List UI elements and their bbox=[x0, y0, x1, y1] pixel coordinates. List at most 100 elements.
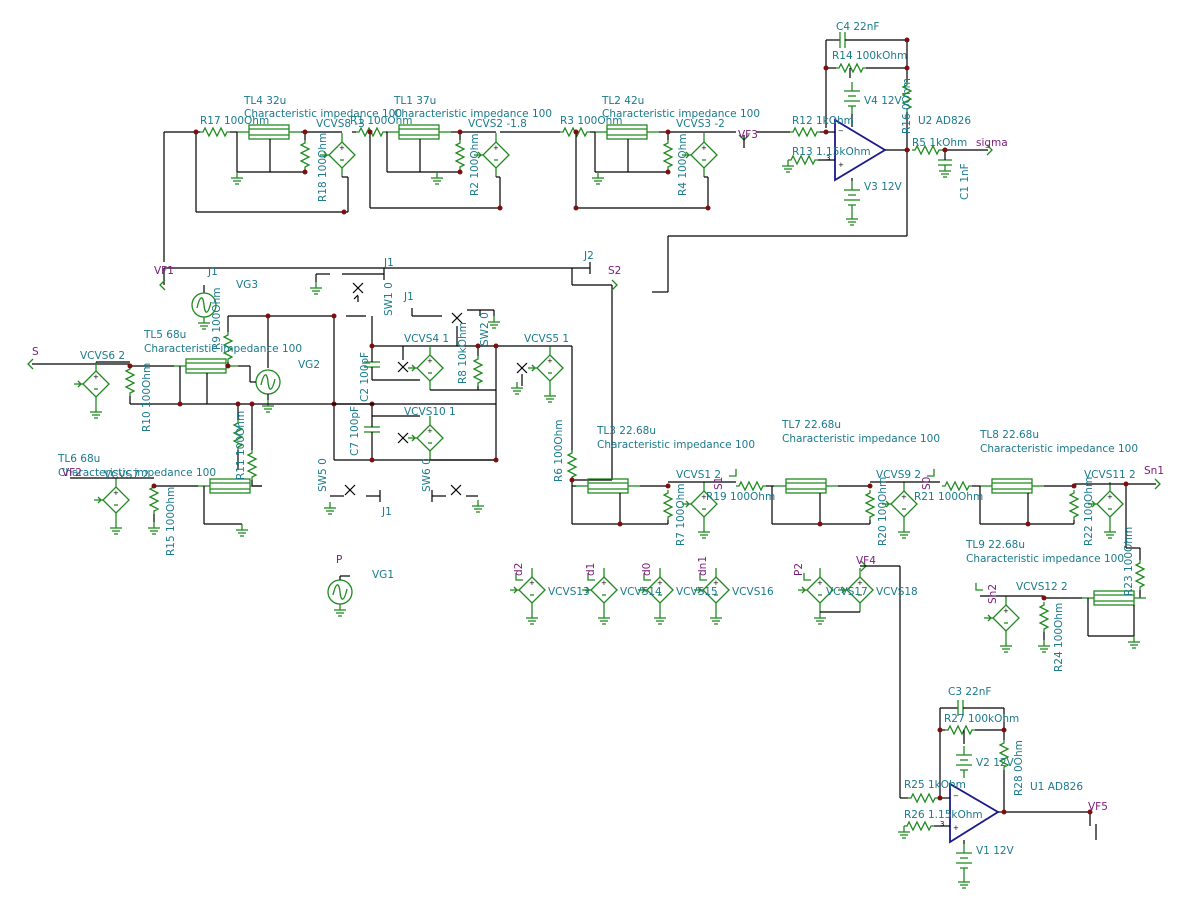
net-dn1: dn1 bbox=[697, 556, 709, 576]
label-r28: R28 0Ohm bbox=[1013, 740, 1025, 796]
svg-text:+: + bbox=[838, 161, 844, 169]
label-vcvs12: VCVS12 2 bbox=[1016, 581, 1068, 593]
net-s: S bbox=[32, 346, 39, 358]
label-r11: R11 100Ohm bbox=[235, 411, 247, 480]
label-v3: V3 12V bbox=[864, 181, 903, 193]
label-tl5: TL5 68u bbox=[143, 329, 186, 341]
label-tl4: TL4 32u bbox=[243, 95, 286, 107]
label-u1: U1 AD826 bbox=[1030, 781, 1083, 793]
net-sn2: Sn2 bbox=[987, 584, 999, 604]
svg-text:3: 3 bbox=[940, 820, 944, 828]
label-vcvs16: VCVS16 bbox=[732, 586, 774, 598]
net-p: P bbox=[336, 554, 342, 566]
opamp-u1-block: − + 3 bbox=[897, 700, 1097, 889]
label-sw5: SW5 0 bbox=[317, 458, 329, 492]
label-c1: C1 1nF bbox=[959, 163, 971, 200]
label-ci-tl1: Characteristic impedance 100 bbox=[394, 108, 552, 120]
label-ci-tl6: Characteristic impedance 100 bbox=[58, 467, 216, 479]
label-r20: R20 100Ohm bbox=[877, 477, 889, 546]
label-vcvs1: VCVS1 2 bbox=[676, 469, 721, 481]
label-vcvs3: VCVS3 -2 bbox=[676, 118, 725, 130]
label-vcvs8: VCVS8 -3 bbox=[316, 118, 365, 130]
net-s0: S0 bbox=[921, 477, 933, 490]
label-vcvs15: VCVS15 bbox=[676, 586, 718, 598]
label-ci-tl8: Characteristic impedance 100 bbox=[980, 443, 1138, 455]
label-vcvs13: VCVS13 bbox=[548, 586, 590, 598]
label-sw2: SW2 0 bbox=[479, 312, 491, 346]
label-r25: R25 1kOhm bbox=[904, 779, 966, 791]
label-r13: R13 1.15kOhm bbox=[792, 146, 871, 158]
svg-text:−: − bbox=[953, 792, 959, 800]
label-tl8: TL8 22.68u bbox=[979, 429, 1039, 441]
switch-network bbox=[159, 262, 618, 515]
label-vcvs5: VCVS5 1 bbox=[524, 333, 569, 345]
net-d1: d1 bbox=[585, 563, 597, 576]
net-labels: VF3 sigma VF1 S2 S VF2 S1 S0 Sn1 Sn2 d2 … bbox=[32, 129, 1164, 813]
label-tl3: TL3 22.68u bbox=[596, 425, 656, 437]
label-r14: R14 100kOhm bbox=[832, 50, 907, 62]
label-ci-tl3: Characteristic impedance 100 bbox=[597, 439, 755, 451]
label-vg2: VG2 bbox=[298, 359, 320, 371]
label-c7: C7 100pF bbox=[349, 406, 361, 456]
label-r26: R26 1.15kOhm bbox=[904, 809, 983, 821]
label-tl7: TL7 22.68u bbox=[781, 419, 841, 431]
label-vcvs17: VCVS17 bbox=[826, 586, 868, 598]
label-vcvs6: VCVS6 2 bbox=[80, 350, 125, 362]
svg-text:−: − bbox=[838, 127, 844, 135]
label-r10: R10 100Ohm bbox=[141, 363, 153, 432]
label-vcvs2: VCVS2 -1.8 bbox=[468, 118, 527, 130]
label-vcvs14: VCVS14 bbox=[620, 586, 662, 598]
label-r1: R1 100Ohm bbox=[350, 115, 413, 127]
label-r18: R18 100Ohm bbox=[317, 133, 329, 202]
middle-tline-chain bbox=[567, 449, 1161, 653]
label-r16: R16 0Ohm bbox=[901, 78, 913, 134]
label-j1b: J1 bbox=[383, 257, 394, 269]
svg-text:3: 3 bbox=[826, 154, 830, 162]
label-j1c: J1 bbox=[403, 291, 414, 303]
label-ci-tl5: Characteristic impedance 100 bbox=[144, 343, 302, 355]
label-r15: R15 100Ohm bbox=[165, 487, 177, 556]
label-r17: R17 100Ohm bbox=[200, 115, 269, 127]
label-vcvs11: VCVS11 2 bbox=[1084, 469, 1136, 481]
net-sn1: Sn1 bbox=[1144, 465, 1164, 477]
label-r23: R23 100Ohm bbox=[1123, 527, 1135, 596]
label-v2: V2 12V bbox=[976, 757, 1015, 769]
label-vcvs4: VCVS4 1 bbox=[404, 333, 449, 345]
vcvs-row bbox=[327, 560, 901, 798]
label-tl6: TL6 68u bbox=[57, 453, 100, 465]
label-r24: R24 100Ohm bbox=[1053, 603, 1065, 672]
label-r9: R9 100Ohm bbox=[211, 287, 223, 350]
net-sigma: sigma bbox=[976, 137, 1008, 149]
label-j1a: J1 bbox=[207, 266, 218, 278]
svg-text:+: + bbox=[953, 824, 959, 832]
label-r3: R3 100Ohm bbox=[560, 115, 623, 127]
label-tl9: TL9 22.68u bbox=[965, 539, 1025, 551]
label-r12: R12 1kOhm bbox=[792, 115, 854, 127]
label-c2: C2 100pF bbox=[359, 352, 371, 402]
label-r6: R6 100Ohm bbox=[553, 419, 565, 482]
label-j1d: J1 bbox=[381, 506, 392, 518]
net-d0: d0 bbox=[641, 563, 653, 576]
left-tline-block bbox=[27, 358, 496, 537]
net-s2: S2 bbox=[608, 265, 621, 277]
label-r19: R19 100Ohm bbox=[706, 491, 775, 503]
label-r22: R22 100Ohm bbox=[1083, 477, 1095, 546]
component-labels: C4 22nF R14 100kOhm V4 12V R16 0Ohm U2 A… bbox=[57, 21, 1138, 857]
net-vf2: VF2 bbox=[62, 467, 82, 479]
net-vf3: VF3 bbox=[738, 129, 758, 141]
net-vf1: VF1 bbox=[154, 265, 174, 277]
label-v1: V1 12V bbox=[976, 845, 1015, 857]
label-vcvs18: VCVS18 bbox=[876, 586, 918, 598]
label-ci-tl9: Characteristic impedance 100 bbox=[966, 553, 1124, 565]
net-d2: d2 bbox=[513, 563, 525, 576]
label-c4: C4 22nF bbox=[836, 21, 879, 33]
net-s1: S1 bbox=[713, 477, 725, 490]
label-r7: R7 100Ohm bbox=[675, 483, 687, 546]
opamp-u2-block: − + 3 bbox=[652, 32, 993, 293]
label-r27: R27 100kOhm bbox=[944, 713, 1019, 725]
label-ci-tl4: Characteristic impedance 100 bbox=[244, 108, 402, 120]
label-r5: R5 1kOhm bbox=[912, 137, 967, 149]
label-vcvs7: VCVS7 2 bbox=[104, 469, 149, 481]
label-sw1: SW1 0 bbox=[383, 282, 395, 316]
